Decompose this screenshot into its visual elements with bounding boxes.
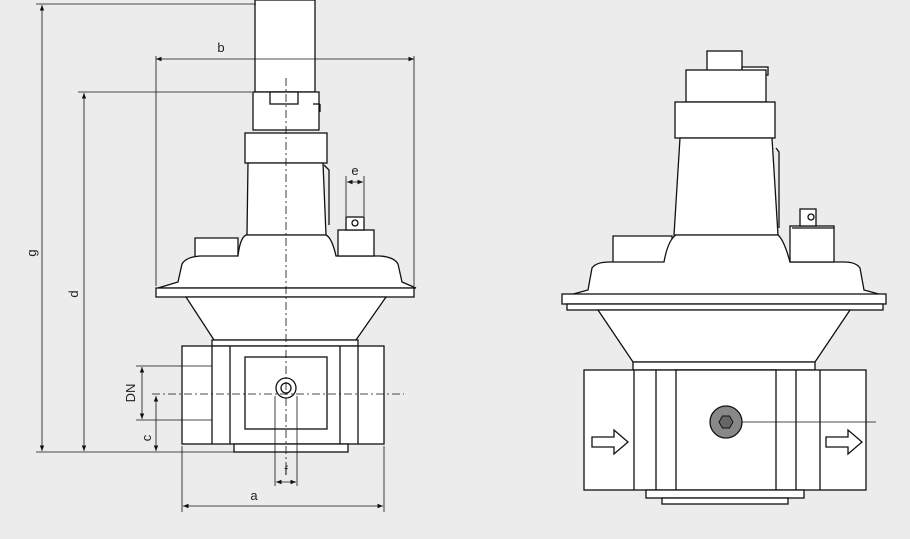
top-cap xyxy=(706,50,743,72)
side-flange xyxy=(561,293,887,305)
side-dome xyxy=(565,234,887,297)
dimension-label-a: a xyxy=(250,488,258,503)
side-cone xyxy=(596,309,852,363)
side-view-drawing xyxy=(561,50,887,505)
dimension-label-dn: DN xyxy=(123,384,138,403)
flange-plate xyxy=(155,287,415,298)
dimension-label-c: c xyxy=(139,434,154,441)
dimension-label-f: f xyxy=(284,463,288,478)
upper-body xyxy=(246,162,327,236)
side-body xyxy=(673,137,779,236)
dimension-label-e: e xyxy=(351,163,358,178)
port-box xyxy=(337,229,375,257)
top-tube xyxy=(254,0,316,93)
arrow-right-icon xyxy=(825,428,863,456)
side-port-box xyxy=(789,225,835,263)
upper-collar xyxy=(674,101,776,139)
arrow-right-icon xyxy=(591,428,629,456)
dimension-label-b: b xyxy=(217,40,224,55)
dimension-label-g: g xyxy=(24,249,39,256)
dimension-label-d: d xyxy=(66,290,81,297)
dimensioned-elevation-drawing: b g d DN c a e f xyxy=(24,0,417,512)
diaphragm-dome xyxy=(157,234,417,289)
top-block xyxy=(685,69,767,103)
base-plate xyxy=(233,443,349,453)
